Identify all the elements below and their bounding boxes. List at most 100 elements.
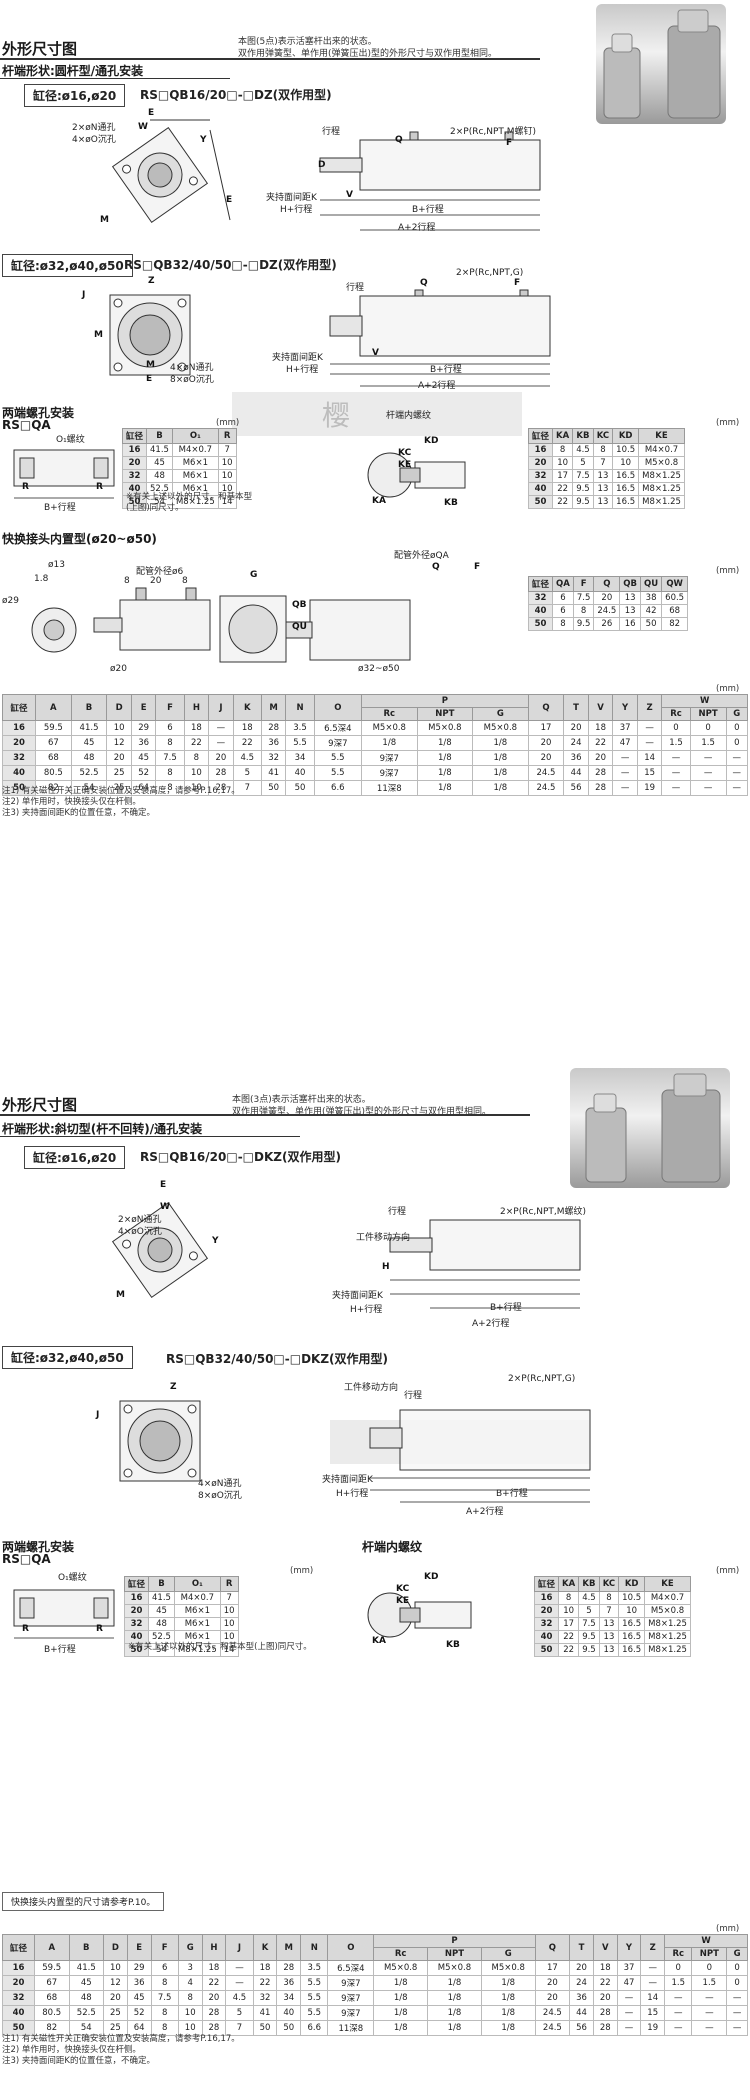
main-table-1-cell: 56	[563, 780, 589, 796]
main-table-1-cell: M5×0.8	[416, 720, 474, 736]
main-table-2-cell: 59.5	[33, 1960, 70, 1976]
main-table-2-cell: 16	[2, 1960, 35, 1976]
inner-thread-unit-2: (mm)	[716, 1566, 740, 1576]
main-table-1-cell: —	[208, 735, 234, 751]
main-table-1-header: T	[563, 694, 589, 721]
main-table-1-cell: 28	[587, 765, 614, 781]
section1-title: 外形尺寸图	[2, 40, 78, 58]
inner-thread-1-cell: M8×1.25	[638, 482, 685, 496]
label-M-2: M	[94, 330, 103, 340]
inner-thread-1-cell: 9.5	[572, 495, 594, 509]
main-table-1-header: O	[313, 694, 363, 721]
label-port-2: 2×P(Rc,NPT,G)	[456, 268, 524, 278]
label-KE-2: KE	[396, 1596, 410, 1606]
two-thread-2-header-0: 缸径	[123, 1576, 150, 1592]
inner-thread-2-cell: 32	[533, 1617, 560, 1631]
drawing-side-large-2	[369, 1409, 591, 1503]
label-KD-2: KD	[424, 1572, 439, 1582]
main-table-2-cell: 20	[2, 1975, 35, 1991]
main-table-1-cell: M5×0.8	[361, 720, 418, 736]
quick-joint-header-2: F	[572, 576, 595, 592]
two-thread-1-cell: 48	[146, 469, 173, 483]
main-table-1-cell: 28	[587, 780, 614, 796]
label-KA-2: KA	[372, 1636, 386, 1646]
two-thread-1-header-2: O₁	[171, 428, 219, 444]
main-table-2-subheader: Rc	[373, 1947, 429, 1961]
main-table-2-header: G	[177, 1934, 203, 1961]
main-table-2-cell: 20	[569, 1960, 594, 1976]
label-work-dir-2: 工件移动方向	[344, 1383, 399, 1393]
inner-thread-2-cell: M5×0.8	[644, 1604, 691, 1618]
inner-thread-2-cell: 8	[598, 1591, 620, 1605]
label-V-1: V	[346, 190, 353, 200]
main-table-1-cell: 45	[130, 750, 157, 766]
inner-thread-1-cell: 7.5	[572, 469, 594, 483]
section1-rule	[0, 58, 540, 60]
qj-F: F	[474, 562, 481, 572]
qj-phi20: ø20	[110, 664, 127, 674]
main-table-2-cell: 28	[592, 2020, 618, 2036]
label-KE-1: KE	[398, 460, 412, 470]
two-thread-2-cell: 16	[123, 1591, 150, 1605]
two-thread-note-1: ※有关上述以外的尺寸，和基本型(上图)同尺寸。	[126, 492, 253, 513]
main-table-2-cell: 1/8	[373, 1990, 429, 2006]
label-V-2: V	[372, 348, 379, 358]
inner-thread-1-header-3: KC	[592, 428, 614, 444]
cylinder-photo-2	[570, 1068, 730, 1188]
label-Q-1: Q	[395, 135, 403, 145]
inner-thread-1-cell: 10.5	[612, 443, 640, 457]
main-table-2-cell: 18	[201, 1960, 227, 1976]
quick-joint-cell: 26	[593, 617, 621, 631]
quick-joint-header-3: Q	[593, 576, 621, 592]
inner-thread-2-header-5: KE	[644, 1576, 691, 1592]
watermark-text-1: 樱	[322, 399, 357, 432]
quick-joint-cell: 50	[640, 617, 663, 631]
label-R-2: R	[96, 482, 103, 492]
quick-joint-header-1: QA	[552, 576, 574, 592]
label-h-stroke-4: H+行程	[336, 1489, 369, 1499]
main-table-2-cell: 1/8	[480, 2005, 536, 2021]
qj-pipe-6: 配管外径ø6	[136, 567, 184, 577]
main-table-1-cell: 47	[612, 735, 638, 751]
main-table-2-cell: 48	[68, 1990, 105, 2006]
main-table-2-cell: 28	[592, 2005, 618, 2021]
main-table-1-cell: 8	[155, 765, 185, 781]
main-table-2-cell: 47	[616, 1975, 642, 1991]
main-table-1-header: Q	[527, 694, 565, 721]
drawing-front-large-2	[119, 1400, 201, 1482]
inner-thread-2-cell: 22	[558, 1643, 580, 1657]
label-b-stroke-3: B+行程	[44, 503, 76, 513]
main-table-2-cell: 1/8	[480, 1990, 536, 2006]
quick-joint-cell: 68	[661, 604, 689, 618]
model-large-1: RS□QB32/40/50□-□DZ(双作用型)	[124, 258, 337, 272]
inner-thread-1-cell: 8	[552, 443, 574, 457]
main-table-1-cell: 32	[260, 750, 287, 766]
label-Z-1: Z	[148, 276, 155, 286]
main-table-1-header: Z	[636, 694, 663, 721]
main-table-2-cell: 1.5	[691, 1975, 728, 1991]
main-table-1-cell: —	[636, 735, 663, 751]
quick-joint-cell: 13	[619, 591, 642, 605]
main-table-2-cell: 11深8	[327, 2020, 375, 2036]
drawing-inner-thread-1	[367, 452, 466, 498]
main-table-2-subheader: Rc	[664, 1947, 693, 1961]
main-table-1-cell: 40	[1, 765, 37, 781]
main-table-2-cell: —	[616, 1990, 642, 2006]
inner-thread-2-cell: 8	[558, 1591, 580, 1605]
main-table-1-cell: —	[689, 750, 727, 766]
quick-joint-header-0: 缸径	[527, 576, 554, 592]
main-table-1-cell: 36	[260, 735, 287, 751]
main-table-1-subheader: G	[472, 707, 529, 721]
main-table-2-header: Z	[640, 1934, 666, 1961]
main-table-2-cell: 24.5	[534, 2005, 571, 2021]
main-table-2-cell: 17	[534, 1960, 571, 1976]
label-G-1: H	[382, 1262, 390, 1272]
inner-thread-1-cell: 16.5	[612, 469, 640, 483]
drawing-front-large-1	[109, 294, 191, 376]
